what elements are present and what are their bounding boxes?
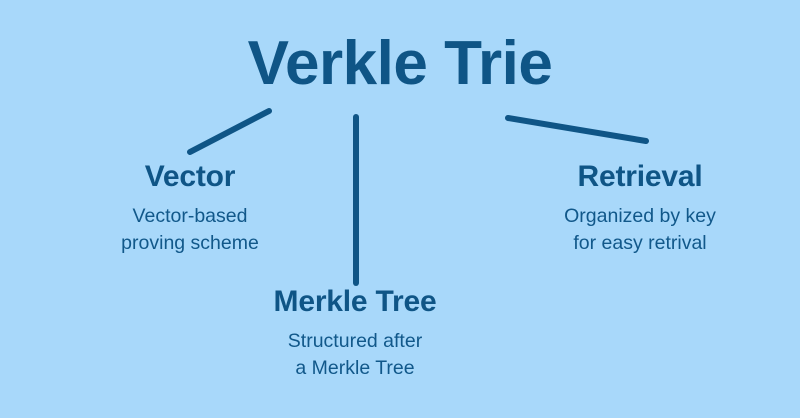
node-retrieval-description-line1: Organized by key — [564, 205, 716, 227]
node-retrieval-heading: Retrieval — [577, 160, 703, 193]
node-merkle-tree-heading: Merkle Tree — [273, 285, 437, 318]
node-merkle-tree-description: Structured after a Merkle Tree — [185, 328, 525, 382]
node-vector-description: Vector-based proving scheme — [20, 203, 360, 257]
node-vector-description-line2: proving scheme — [121, 231, 259, 254]
node-vector-heading: Vector — [144, 160, 236, 193]
node-merkle-tree-description-line2: a Merkle Tree — [295, 356, 415, 379]
node-retrieval: Retrieval Organized by key for easy retr… — [470, 162, 800, 257]
node-retrieval-description-line2: for easy retrival — [573, 231, 707, 254]
connector-line-retrieval — [505, 115, 649, 144]
node-retrieval-description: Organized by key for easy retrival — [470, 203, 800, 257]
node-vector: Vector Vector-based proving scheme — [20, 162, 360, 257]
connector-line-vector — [187, 108, 272, 155]
node-merkle-tree-description-line1: Structured after — [287, 330, 423, 352]
diagram-title: Verkle Trie — [247, 29, 553, 98]
node-vector-description-line1: Vector-based — [132, 205, 248, 227]
node-merkle-tree: Merkle Tree Structured after a Merkle Tr… — [185, 287, 525, 382]
